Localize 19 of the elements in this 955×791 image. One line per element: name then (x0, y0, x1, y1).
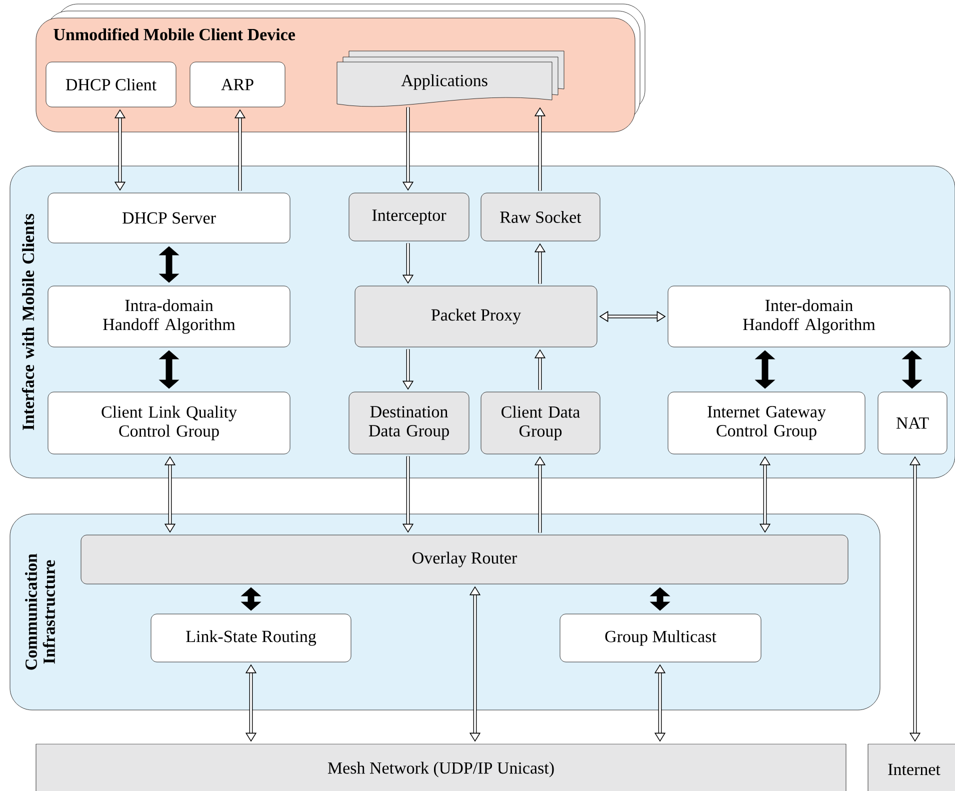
process-box: Group Multicast (560, 614, 762, 662)
process-box: Overlay Router (80, 534, 848, 584)
process-box: DHCP Server (48, 192, 290, 244)
process-box: Internet Gateway Control Group (668, 392, 866, 454)
process-box: Client Data Group (480, 392, 600, 454)
process-box: Interceptor (348, 192, 470, 242)
process-box: Raw Socket (480, 192, 600, 242)
process-box: NAT (878, 392, 948, 454)
document-stack: Applications (336, 50, 564, 107)
process-box: Link-State Routing (150, 614, 352, 662)
process-box: ARP (190, 62, 286, 108)
network-bar: Mesh Network (UDP/IP Unicast) (36, 744, 846, 791)
process-box: Packet Proxy (354, 286, 598, 348)
process-box: Intra-domain Handoff Algorithm (48, 286, 290, 348)
process-box: Inter-domain Handoff Algorithm (668, 286, 950, 348)
process-box: Destination Data Group (348, 392, 470, 454)
process-box: Client Link Quality Control Group (48, 392, 290, 454)
process-box: DHCP Client (46, 62, 176, 108)
network-bar: Internet (868, 744, 955, 791)
